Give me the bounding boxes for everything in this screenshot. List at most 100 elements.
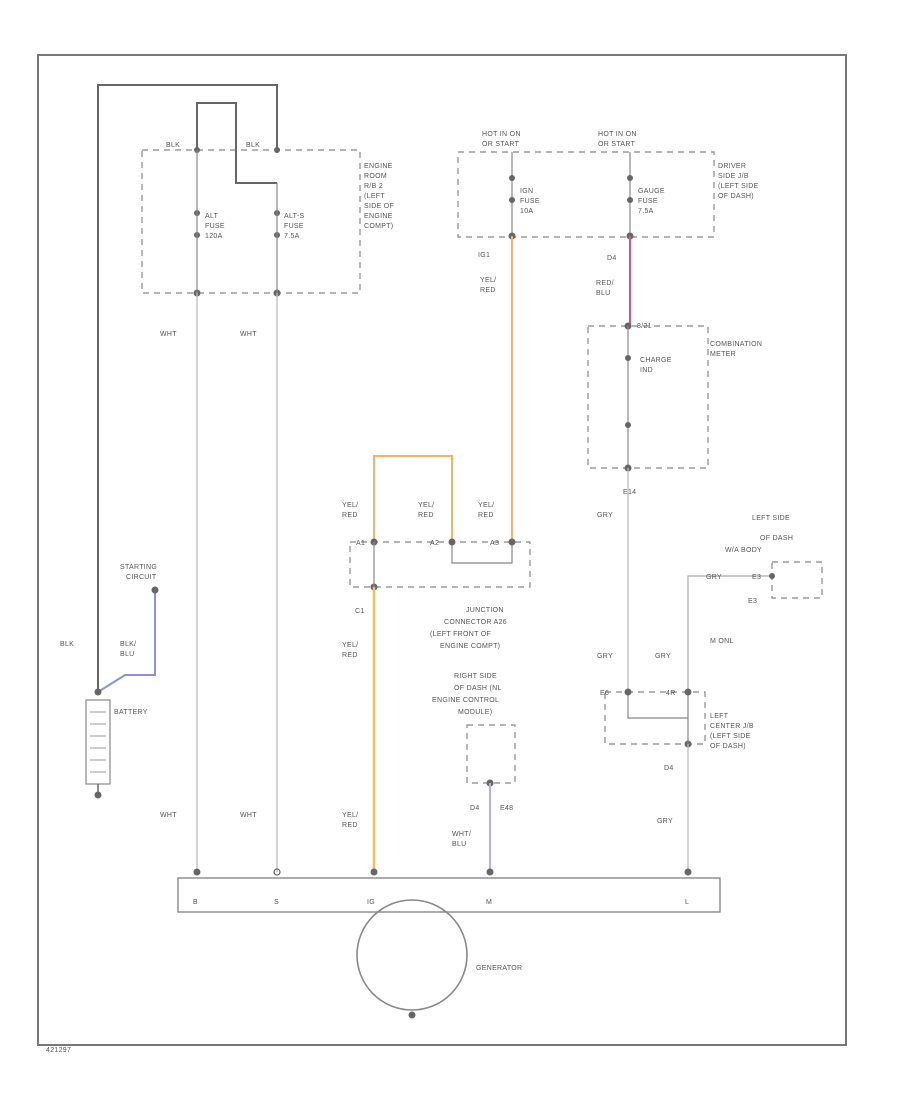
jc-pin-2: A2: [430, 540, 439, 547]
wa-body-label: W/A BODY: [725, 547, 762, 554]
svg-text:OR START: OR START: [482, 141, 520, 148]
svg-text:MODULE): MODULE): [458, 709, 492, 716]
svg-text:FUSE: FUSE: [638, 198, 658, 205]
svg-text:FUSE: FUSE: [284, 223, 304, 230]
svg-text:BLU: BLU: [452, 841, 467, 848]
wire-label-gry-1: GRY: [597, 512, 613, 519]
gen-terminal-b: B: [193, 899, 198, 906]
wire-label-c1: C1: [355, 608, 365, 615]
engine-room-fuse-box: BLK BLK ALT FUSE 120A ALT-S FUSE 7.5A EN…: [97, 84, 394, 692]
svg-text:(LEFT: (LEFT: [364, 193, 385, 200]
svg-text:RED: RED: [342, 652, 358, 659]
svg-text:ENGINE: ENGINE: [364, 213, 393, 220]
wire-label-wht-1: WHT: [160, 331, 177, 338]
svg-text:COMPT): COMPT): [364, 223, 393, 230]
hot-label-1: HOT IN ON: [482, 131, 521, 138]
diagram-frame: [37, 54, 847, 1046]
svg-text:RED: RED: [342, 512, 358, 519]
yel-red-loop-wire: [373, 455, 453, 542]
svg-text:OR START: OR START: [598, 141, 636, 148]
generator-connector-block: [177, 877, 721, 913]
wire-label-wht-3: WHT: [160, 812, 177, 819]
wire-label-gry-3: GRY: [706, 574, 722, 581]
blk-blu-wire: [97, 590, 156, 693]
battery-label: BATTERY: [114, 709, 148, 716]
gen-terminal-ig: IG: [367, 899, 375, 906]
combination-meter: 8/21 CHARGE IND COMBINATION METER E14: [587, 322, 762, 496]
wire-label-red-blu: RED/: [596, 280, 614, 287]
lcjb-pin-c: D4: [664, 765, 674, 772]
left-side-dash-outline: [771, 561, 823, 599]
charge-ind-label: CHARGE: [640, 357, 672, 364]
ignition-label: M ONL: [710, 638, 734, 645]
svg-text:RED: RED: [342, 822, 358, 829]
svg-text:R/B 2: R/B 2: [364, 183, 383, 190]
wire-label-yel-red-4: YEL/: [478, 502, 494, 509]
wire-label-yel-red-1: YEL/: [480, 277, 496, 284]
gen-terminal-l: L: [685, 899, 689, 906]
wire-label-wht-blu: WHT/: [452, 831, 471, 838]
combination-meter-outline: [587, 325, 709, 469]
svg-text:RED: RED: [418, 512, 434, 519]
ign-fuse-label: IGN: [520, 188, 533, 195]
ecm-box-outline: [466, 724, 516, 784]
battery-section: STARTING CIRCUIT BLK BLK/ BLU BATTERY: [60, 564, 159, 799]
junction-connector-label: JUNCTION: [466, 607, 504, 614]
svg-text:RED: RED: [480, 287, 496, 294]
wire-label-yel-red-6: YEL/: [342, 812, 358, 819]
svg-text:FUSE: FUSE: [205, 223, 225, 230]
wire-label-ign: IG1: [478, 252, 490, 259]
svg-text:OF DASH): OF DASH): [718, 193, 754, 200]
alt-fuse-label: ALT: [205, 213, 219, 220]
left-side-dash-label: LEFT SIDE: [752, 515, 790, 522]
svg-text:BLU: BLU: [120, 651, 135, 658]
battery-blk-wire: [97, 84, 278, 692]
wire-label-blk: BLK: [60, 641, 74, 648]
svg-text:(LEFT FRONT OF: (LEFT FRONT OF: [430, 631, 491, 638]
wire-label-gry-4: GRY: [655, 653, 671, 660]
fuse-jumper-wire: [196, 102, 277, 184]
starting-circuit-label: STARTING: [120, 564, 157, 571]
gen-terminal-s: S: [274, 899, 279, 906]
svg-text:7.5A: 7.5A: [638, 208, 654, 215]
gauge-fuse-label: GAUGE: [638, 188, 665, 195]
left-center-jb-outline: [604, 691, 706, 745]
driver-jb-label: DRIVER: [718, 163, 746, 170]
battery-symbol: [85, 699, 111, 785]
svg-text:OF DASH (NL: OF DASH (NL: [454, 685, 502, 692]
wire-label-d4: D4: [607, 255, 617, 262]
svg-text:ENGINE COMPT): ENGINE COMPT): [440, 643, 500, 650]
left-center-jb-label: LEFT: [710, 713, 729, 720]
fuse-terminal-label-right: BLK: [246, 142, 260, 149]
wire-label-gry-5: GRY: [657, 818, 673, 825]
left-center-jb: E6 4R D4 LEFT CENTER J/B (LEFT SIDE OF D…: [600, 688, 754, 772]
svg-text:(LEFT SIDE: (LEFT SIDE: [718, 183, 759, 190]
junction-connector-outline: [349, 541, 531, 588]
svg-text:10A: 10A: [520, 208, 533, 215]
driver-side-jb: HOT IN ON OR START HOT IN ON OR START IG…: [457, 131, 759, 240]
generator: B S IG M L GENERATOR: [177, 868, 721, 1019]
generator-symbol: [356, 899, 468, 1011]
svg-text:IND: IND: [640, 367, 653, 374]
svg-text:BLU: BLU: [596, 290, 611, 297]
wire-label-wht-2: WHT: [240, 331, 257, 338]
lcjb-pin-a: E6: [600, 690, 609, 697]
jc-pin-1: A1: [356, 540, 365, 547]
generator-label: GENERATOR: [476, 965, 522, 972]
meter-top-pin: 8/21: [637, 323, 652, 330]
svg-text:RED: RED: [478, 512, 494, 519]
svg-text:ROOM: ROOM: [364, 173, 387, 180]
engine-room-box-outline: [141, 149, 361, 294]
engine-room-rb-label: ENGINE: [364, 163, 393, 170]
wire-label-gry-2: GRY: [597, 653, 613, 660]
svg-text:CONNECTOR A26: CONNECTOR A26: [444, 619, 507, 626]
driver-jb-outline: [457, 151, 715, 238]
wire-label-yel-red-5: YEL/: [342, 642, 358, 649]
ecm-label: RIGHT SIDE: [454, 673, 497, 680]
lcjb-pin-b: 4R: [666, 690, 676, 697]
junction-connector: A1 A2 A3 YEL/ RED YEL/ RED YEL/ RED JUNC…: [342, 455, 531, 650]
svg-text:METER: METER: [710, 351, 736, 358]
svg-text:CIRCUIT: CIRCUIT: [126, 574, 157, 581]
wire-label-e48: E48: [500, 805, 513, 812]
right-side-dash-box: RIGHT SIDE OF DASH (NL ENGINE CONTROL MO…: [432, 673, 516, 812]
